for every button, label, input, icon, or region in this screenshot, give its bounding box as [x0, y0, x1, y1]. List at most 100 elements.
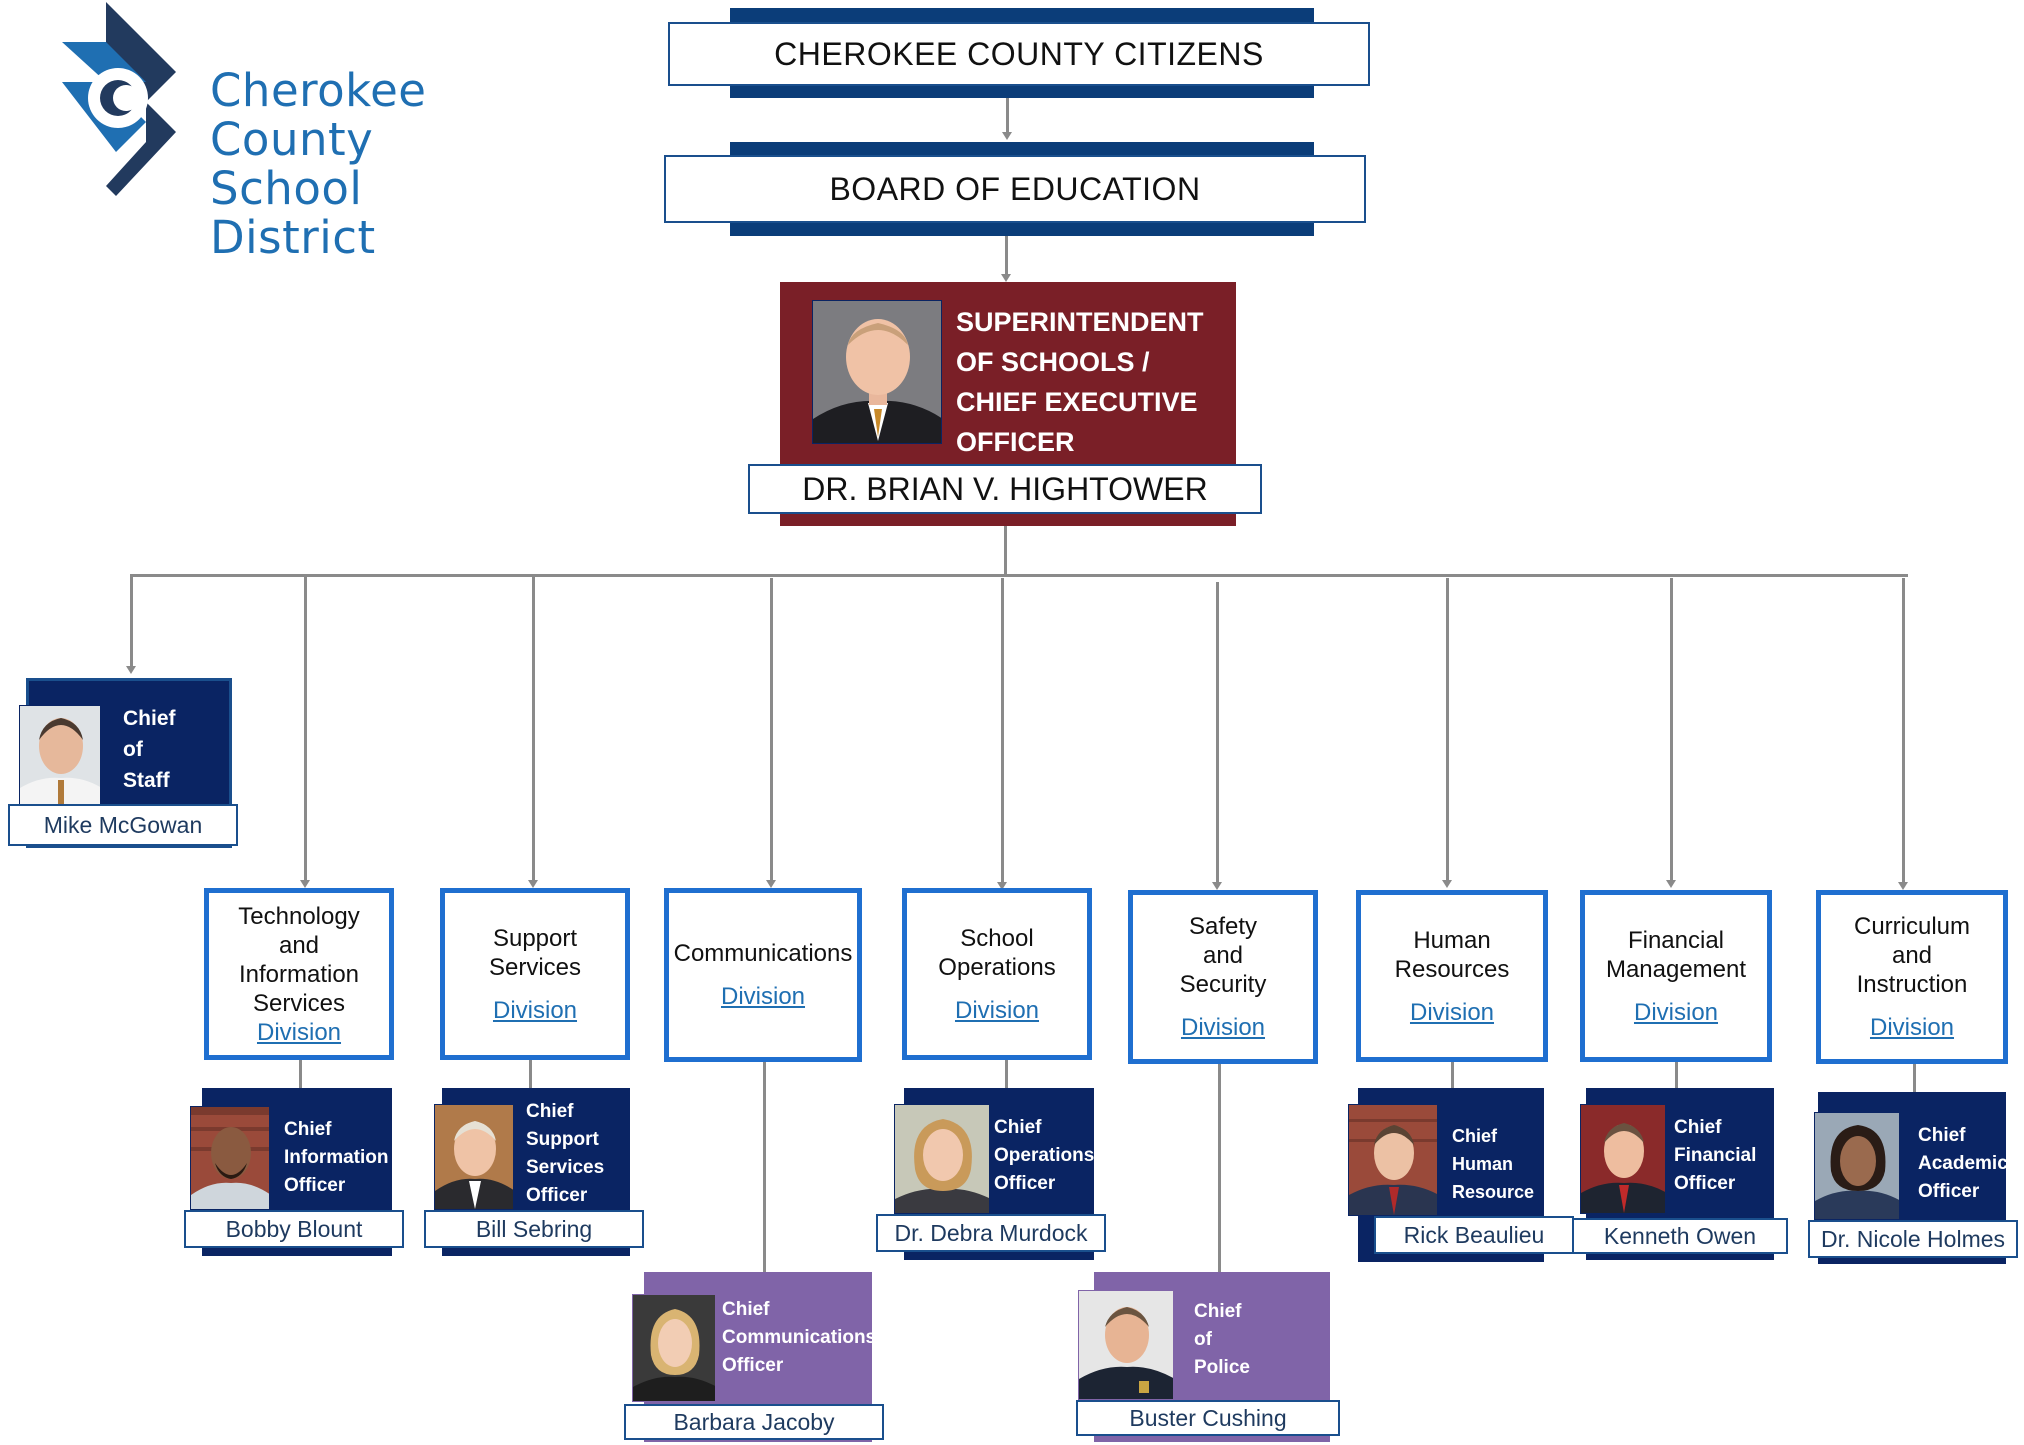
division-school-operations: School Operations Division — [902, 888, 1092, 1060]
connector-arrow — [1666, 880, 1676, 888]
chief-of-staff-name: Mike McGowan — [8, 804, 238, 846]
officer-title-line: Officer — [722, 1355, 784, 1376]
connector-line — [1902, 578, 1905, 884]
connector-arrow — [1001, 274, 1011, 282]
officer-photo — [632, 1294, 716, 1402]
officer-photo — [1814, 1112, 1900, 1220]
officer-photo — [894, 1104, 990, 1214]
division-name-line: Support — [492, 924, 578, 952]
district-logo-icon — [60, 0, 180, 200]
division-name-line: Services — [252, 989, 346, 1017]
officer-title-line: of — [123, 738, 143, 761]
officer-title: Chief Communications Officer — [722, 1296, 876, 1380]
division-curriculum-instruction: Curriculum and Instruction Division — [1816, 890, 2008, 1064]
connector-arrow — [126, 666, 136, 674]
connector-line — [299, 1060, 302, 1088]
officer-card-cfo: Chief Financial Officer — [1580, 1088, 1774, 1260]
division-link[interactable]: Division — [492, 996, 578, 1024]
division-technology: Technology and Information Services Divi… — [204, 888, 394, 1060]
superintendent-title: SUPERINTENDENT OF SCHOOLS / CHIEF EXECUT… — [956, 302, 1204, 462]
officer-title: Chief Operations Officer — [994, 1114, 1094, 1198]
division-name-line: Services — [488, 953, 582, 981]
officer-title-line: Academic — [1918, 1153, 2008, 1174]
division-name-line: School — [960, 924, 1034, 952]
division-name-line: Management — [1605, 955, 1747, 983]
officer-title-line: Chief — [1452, 1126, 1497, 1146]
division-link[interactable]: Division — [720, 983, 806, 1010]
connector-line — [1446, 578, 1449, 882]
officer-photo — [1078, 1290, 1174, 1400]
superintendent-title-line: CHIEF EXECUTIVE — [956, 387, 1198, 417]
connector-line — [770, 578, 773, 882]
officer-title-line: Chief — [1194, 1301, 1242, 1322]
officer-name: Barbara Jacoby — [624, 1404, 884, 1440]
connector-line — [1218, 1064, 1221, 1272]
connector-line — [1004, 526, 1007, 574]
board-box: BOARD OF EDUCATION — [664, 155, 1366, 223]
division-name-line: Resources — [1394, 955, 1510, 983]
officer-title: Chief Academic Officer — [1918, 1122, 2008, 1206]
connector-line — [1216, 582, 1219, 884]
division-human-resources: Human Resources Division — [1356, 890, 1548, 1062]
officer-name: Rick Beaulieu — [1374, 1216, 1574, 1254]
connector-line — [763, 1062, 766, 1272]
officer-title: Chief Information Officer — [284, 1116, 389, 1200]
division-link[interactable]: Division — [1180, 1014, 1266, 1041]
division-name-line: Technology — [238, 902, 360, 930]
division-name-line: Instruction — [1856, 971, 1968, 998]
officer-title-line: Chief — [284, 1119, 332, 1140]
officer-title-line: Services — [526, 1157, 605, 1178]
officer-title-line: of — [1194, 1329, 1212, 1350]
division-name-line: Security — [1179, 971, 1267, 998]
officer-title-line: Police — [1194, 1357, 1250, 1378]
connector-arrow — [766, 880, 776, 888]
officer-title-line: Officer — [284, 1175, 346, 1196]
superintendent-title-line: SUPERINTENDENT — [956, 307, 1204, 337]
org-connector-bar — [130, 574, 1908, 577]
division-link[interactable]: Division — [954, 996, 1040, 1024]
division-name-line: Operations — [938, 953, 1056, 981]
officer-title: Chief Human Resource — [1452, 1122, 1534, 1206]
officer-title-line: Financial — [1674, 1145, 1757, 1166]
officer-title-line: Chief — [1918, 1125, 1966, 1146]
connector-line — [1675, 1062, 1678, 1088]
division-link[interactable]: Division — [1633, 998, 1719, 1026]
connector-line — [1005, 1060, 1008, 1088]
officer-title-line: Chief — [994, 1117, 1042, 1138]
officer-name: Bill Sebring — [424, 1210, 644, 1248]
division-name-line: and — [1202, 942, 1244, 969]
officer-photo — [1348, 1104, 1438, 1216]
officer-photo — [190, 1106, 270, 1210]
division-support-services: Support Services Division — [440, 888, 630, 1060]
officer-title-line: Chief — [526, 1101, 574, 1122]
connector-arrow — [300, 880, 310, 888]
division-link[interactable]: Division — [1409, 998, 1495, 1026]
division-name-line: and — [278, 931, 320, 959]
superintendent-title-line: OFFICER — [956, 427, 1075, 457]
officer-title-line: Officer — [526, 1185, 588, 1206]
connector-line — [532, 574, 535, 882]
officer-name: Buster Cushing — [1076, 1400, 1340, 1436]
connector-line — [1006, 98, 1009, 134]
district-name-line: School — [210, 162, 363, 215]
division-link[interactable]: Division — [1869, 1014, 1955, 1041]
superintendent-title-line: OF SCHOOLS / — [956, 347, 1150, 377]
connector-line — [1005, 236, 1008, 276]
officer-title-line: Chief — [1674, 1117, 1722, 1138]
division-name-line: Safety — [1188, 913, 1258, 940]
officer-title-line: Chief — [123, 707, 176, 730]
district-name-line: County — [210, 113, 374, 166]
connector-line — [304, 574, 307, 882]
division-communications: Communications Division — [664, 888, 862, 1062]
officer-title-line: Information — [284, 1147, 389, 1168]
officer-title-line: Resource — [1452, 1182, 1535, 1202]
district-name-line: Cherokee — [210, 64, 427, 117]
division-link[interactable]: Division — [256, 1018, 342, 1046]
connector-arrow — [1002, 132, 1012, 140]
district-name: Cherokee County School District — [210, 66, 427, 262]
connector-line — [1001, 578, 1004, 884]
division-name-line: Curriculum — [1853, 913, 1970, 940]
officer-name: Bobby Blount — [184, 1210, 404, 1248]
connector-arrow — [1442, 880, 1452, 888]
connector-line — [1670, 578, 1673, 882]
